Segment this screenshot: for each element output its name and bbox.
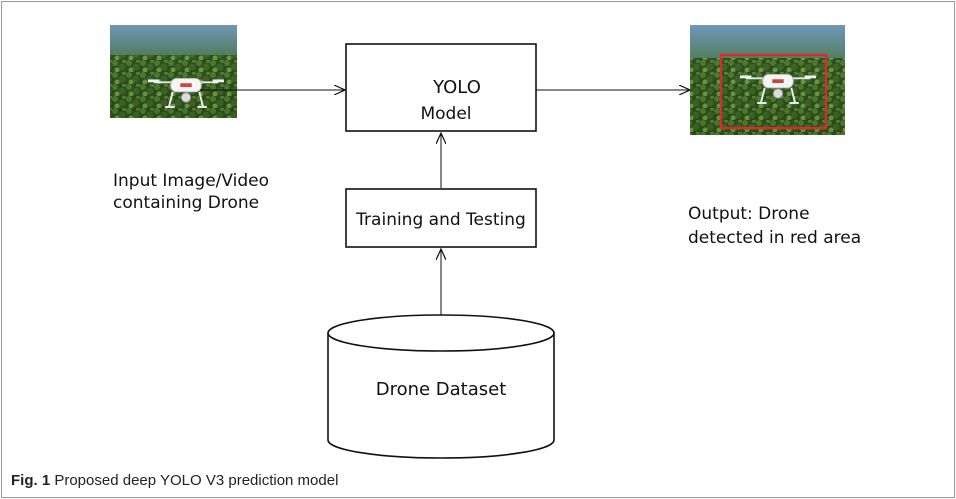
input-label-line-2: containing Drone [113, 193, 259, 213]
output-label-line-2: detected in red area [688, 228, 861, 248]
drone-dataset-label: Drone Dataset [376, 379, 507, 400]
caption-figure-number: Fig. 1 [11, 472, 51, 489]
yolo-model-label-line-2: Model [420, 104, 471, 124]
caption-text: Proposed deep YOLO V3 prediction model [54, 472, 339, 489]
input-image [110, 25, 237, 118]
output-label-line-1: Output: Drone [688, 204, 810, 224]
training-testing-label: Training and Testing [355, 210, 526, 230]
yolo-model-label-line-1: YOLO [432, 77, 481, 98]
yolo-model-box [345, 43, 537, 132]
detection-box [719, 53, 828, 130]
training-testing-box [345, 188, 537, 248]
output-image [690, 25, 845, 135]
input-label-line-1: Input Image/Video [113, 171, 269, 191]
drone-dataset-cylinder [327, 314, 555, 459]
figure-caption: Fig. 1 Proposed deep YOLO V3 prediction … [11, 470, 338, 492]
